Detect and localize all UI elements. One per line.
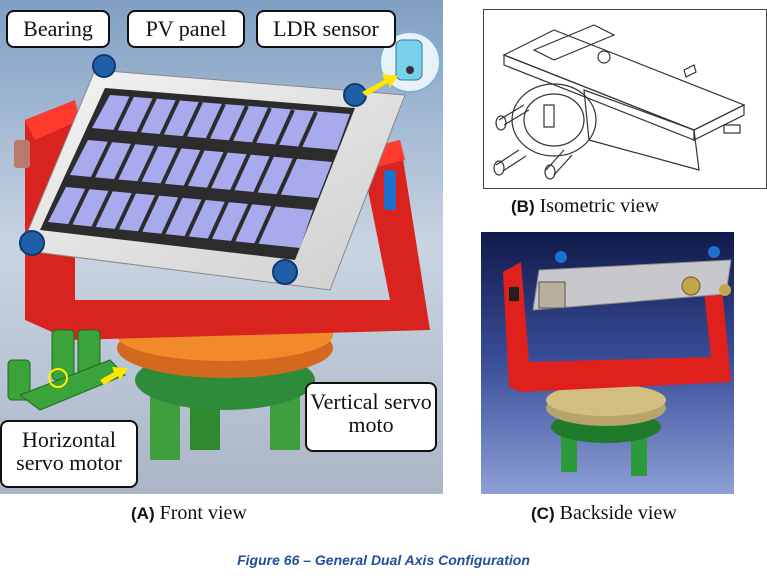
vertical-servo [538,281,566,309]
callout-horizontal-servo: Horizontal servo motor [0,420,138,488]
callout-ldr-sensor: LDR sensor [256,10,396,48]
red-u-bracket [503,262,731,392]
backside-view-panel [481,232,734,494]
caption-front-letter: (A) [131,504,155,523]
support-leg [561,432,577,472]
callout-vertical-servo: Vertical servo moto [305,382,437,452]
callout-ldr-sensor-label: LDR sensor [273,16,379,41]
mounting-bolt [343,83,367,107]
yellow-arrow [100,367,128,385]
callout-bearing: Bearing [6,10,110,48]
pv-cells [48,95,350,248]
mounting-bolt [272,259,298,285]
caption-backside-view: (C) Backside view [531,502,677,525]
isometric-line-drawing [493,24,746,180]
bearing [681,276,701,296]
mounting-bolt [19,230,45,256]
bearing [14,140,30,168]
ldr-sensor [395,39,423,81]
callout-pv-panel-label: PV panel [145,16,227,41]
caption-front-view: (A) Front view [131,502,247,525]
caption-iso-letter: (B) [511,197,535,216]
figure-caption: Figure 66 – General Dual Axis Configurat… [237,552,530,568]
caption-isometric-view: (B) Isometric view [511,195,659,218]
support-leg [631,432,647,476]
callout-horizontal-servo-label: Horizontal servo motor [16,427,122,476]
caption-back-text: Backside view [559,502,677,524]
yellow-arrow [362,74,398,96]
highlight-circle [48,368,68,388]
front-view-panel: Bearing PV panel LDR sensor Vertical ser… [0,0,443,494]
isometric-view-panel [483,9,767,189]
mounting-bolt [708,246,720,258]
backside-view-illustration [481,232,734,494]
caption-front-text: Front view [159,502,247,524]
callout-vertical-servo-label: Vertical servo moto [310,389,432,438]
front-view-illustration [0,0,443,494]
horizontal-servo [7,329,126,411]
callout-pv-panel: PV panel [127,10,245,48]
vertical-servo [384,170,396,210]
callout-bearing-label: Bearing [23,16,93,41]
mounting-bolt [555,251,567,263]
mounting-bolt [92,54,116,78]
caption-back-letter: (C) [531,504,555,523]
caption-iso-text: Isometric view [539,195,660,217]
